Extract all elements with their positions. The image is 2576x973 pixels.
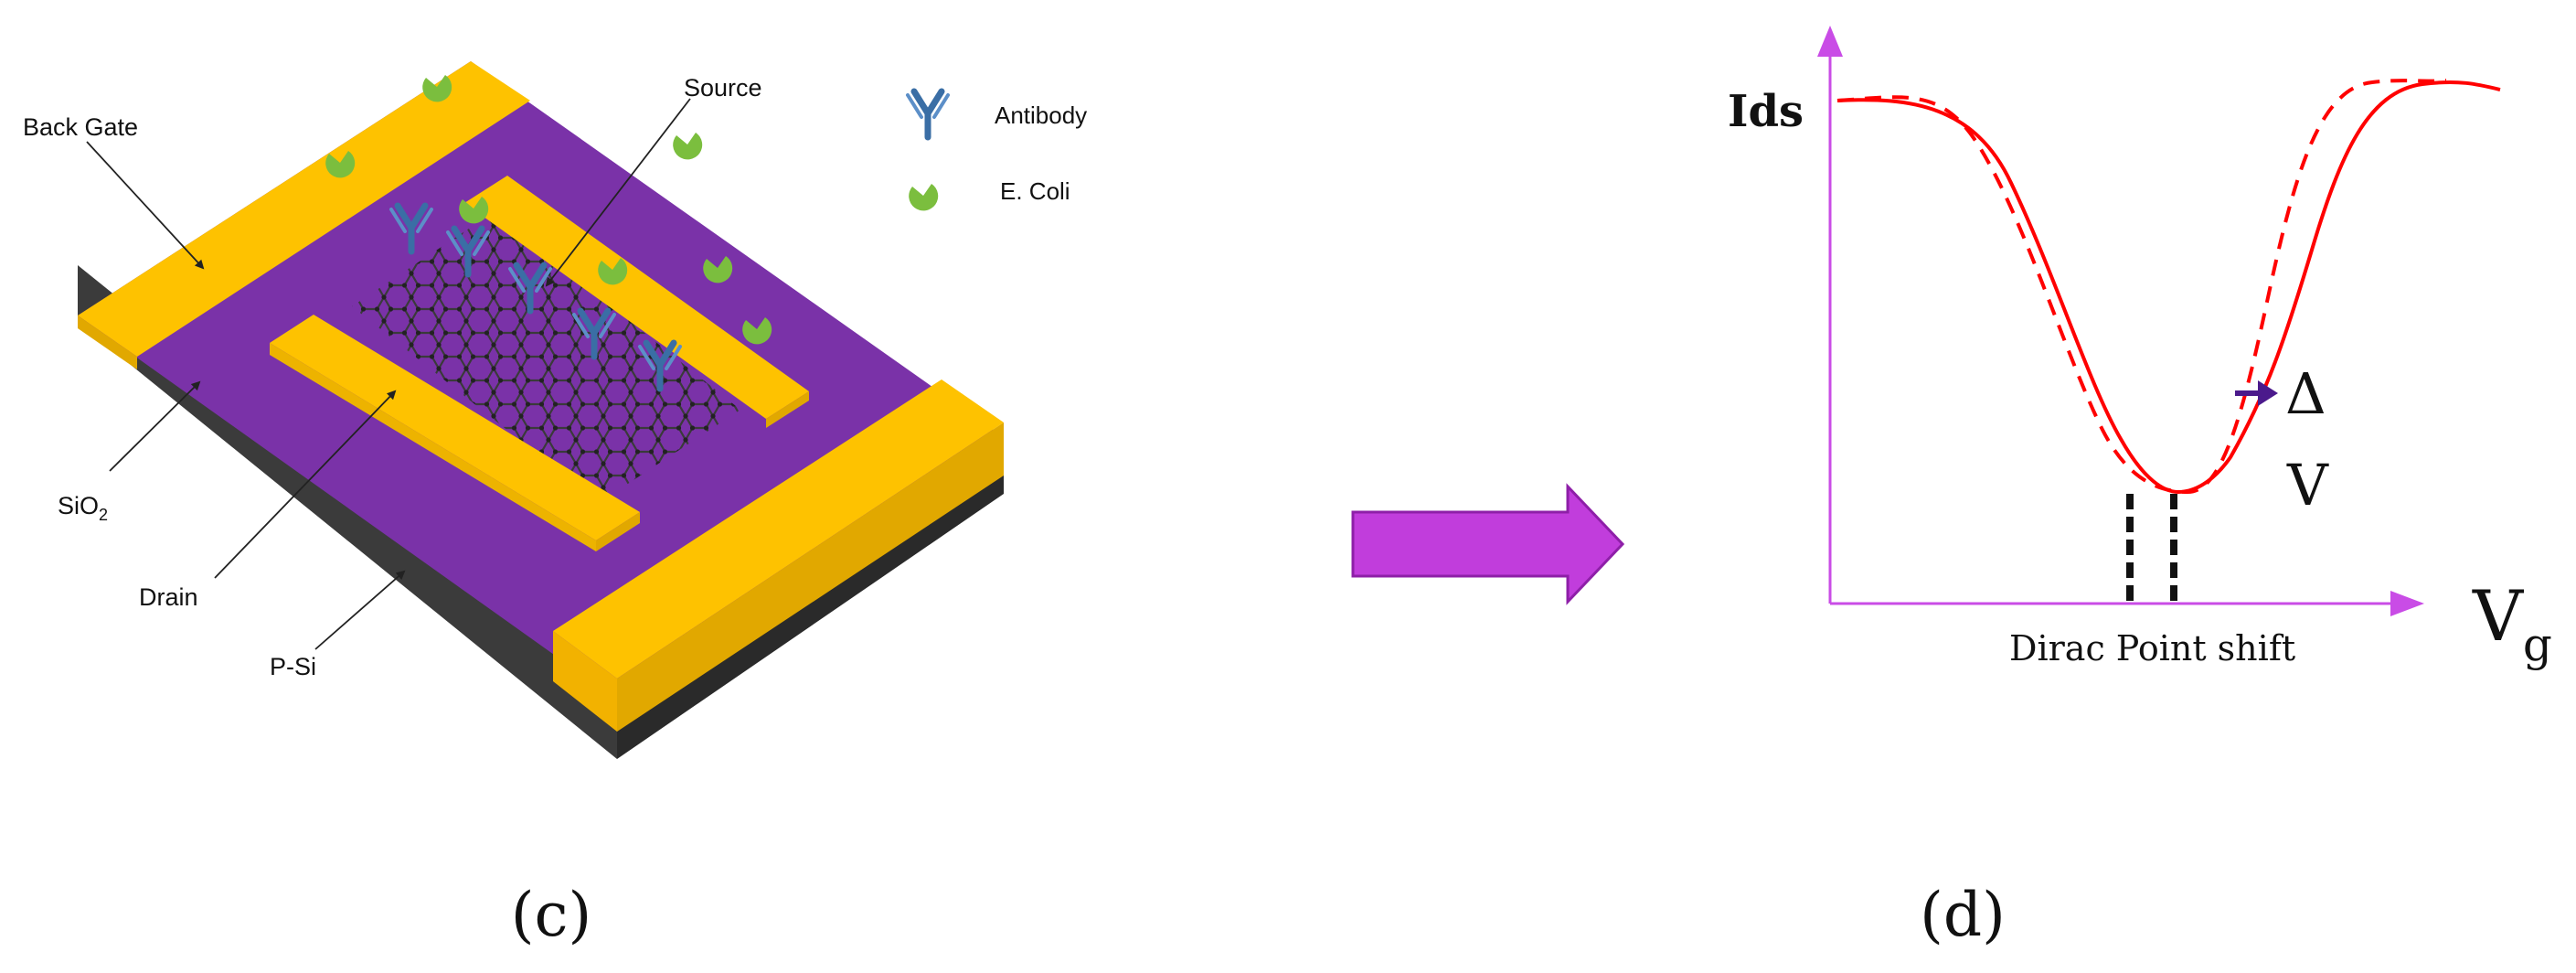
legend-ecoli-icon (909, 184, 939, 211)
dirac-shift-label: Dirac Point shift (2009, 628, 2295, 668)
y-axis-label: Ids (1728, 86, 1804, 137)
sio2-label-subscript: 2 (99, 506, 108, 524)
ecoli-icon (673, 133, 703, 160)
transfer-curve-plot: Ids Δ V Dirac Point shift Vg (1728, 26, 2552, 671)
right-arrow-icon (1351, 483, 1625, 605)
drain-label: Drain (139, 583, 198, 611)
sio2-leader (109, 380, 201, 472)
shift-arrow-icon (2258, 380, 2278, 406)
drain-electrode (270, 315, 640, 551)
source-label: Source (684, 74, 762, 102)
back-gate-leader (86, 141, 205, 270)
drain-leader (214, 390, 397, 579)
gate-rail-electrode (553, 380, 1004, 732)
psi-leader (314, 570, 406, 650)
delta-v-label: V (2286, 452, 2329, 519)
back-gate-electrode (78, 61, 530, 369)
sio2-label-main: SiO (58, 492, 99, 519)
curve-shifted (1836, 80, 2501, 495)
delta-symbol: Δ (2285, 360, 2326, 427)
x-axis-label: Vg (2472, 575, 2552, 671)
legend-ecoli-label: E. Coli (1000, 177, 1070, 205)
legend: Antibody E. Coli (908, 91, 1087, 211)
source-electrode (464, 176, 809, 428)
legend-antibody-label: Antibody (995, 102, 1087, 129)
device-illustration: Back Gate Source SiO2 Drain P-Si (23, 61, 1004, 759)
y-axis-arrow-icon (1817, 26, 1843, 57)
x-axis-label-subscript: g (2523, 618, 2552, 671)
panel-d-label: (d) (1920, 880, 2006, 950)
graphene-channel (352, 212, 740, 503)
x-axis-label-main: V (2472, 575, 2524, 657)
legend-antibody-icon (908, 91, 948, 137)
x-axis-arrow-icon (2390, 591, 2424, 616)
back-gate-label: Back Gate (23, 113, 138, 141)
sio2-label: SiO2 (58, 492, 108, 524)
callout-lines (86, 98, 691, 650)
curve-initial (1836, 79, 2447, 495)
source-leader (545, 98, 691, 287)
psi-label: P-Si (270, 653, 316, 680)
panel-c-label: (c) (511, 880, 591, 950)
